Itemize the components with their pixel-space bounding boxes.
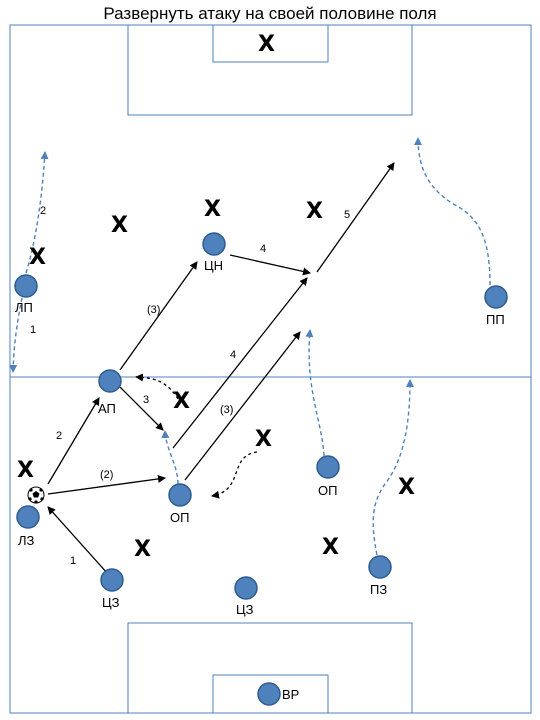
- top-penalty-box: [127, 25, 413, 116]
- opponent-marker: X: [204, 197, 221, 222]
- bottom-penalty-box: [127, 622, 413, 713]
- run-op-left: [161, 430, 179, 485]
- soccer-ball-icon: [27, 486, 45, 504]
- opponent-move-to-op: [211, 451, 258, 499]
- step-lp-down: 1: [30, 324, 36, 336]
- pass-op-to-mid: [172, 277, 308, 449]
- step-lz-to-ap: 2: [56, 430, 62, 442]
- pass-lz-to-op: [47, 474, 166, 495]
- step-tsz-to-lz: 1: [70, 555, 76, 567]
- step-long: 5: [344, 209, 350, 221]
- diagram-title: Развернуть атаку на своей половине поля: [103, 4, 437, 23]
- opponent-moves: [135, 373, 258, 499]
- run-op-right: [305, 329, 325, 457]
- player-pz: [368, 555, 392, 579]
- label-tsn: ЦН: [204, 258, 223, 273]
- opponents: X X X X X X X X X X X: [17, 32, 415, 562]
- opponent-marker: X: [258, 32, 275, 57]
- pass-lz-to-ap: [47, 397, 100, 485]
- player-labels: ЛП ЦН ПП АП ОП ОП ЛЗ ЦЗ ЦЗ ПЗ ВР: [15, 258, 505, 702]
- run-lp-down: [9, 297, 23, 373]
- opponent-marker: X: [29, 245, 46, 270]
- run-pp: [414, 137, 491, 286]
- passes: [47, 162, 395, 575]
- pass-ap-to-tsn: [119, 261, 198, 371]
- label-pz: ПЗ: [370, 582, 387, 597]
- label-ap: АП: [98, 401, 116, 416]
- pass-long: [316, 162, 395, 273]
- step-ap-to-op: 3: [143, 394, 149, 406]
- opponent-marker: X: [255, 427, 272, 452]
- step-numbers: 2 1 (2) (3) 3 4 (3) 4 5 2 1: [30, 205, 350, 567]
- players: [14, 232, 508, 706]
- pass-ap-to-op: [119, 386, 164, 431]
- step-lp-up: 2: [40, 205, 46, 217]
- player-lp: [14, 274, 38, 298]
- player-tsn: [202, 232, 226, 256]
- opponent-marker: X: [111, 213, 128, 238]
- player-op-right: [316, 455, 340, 479]
- label-tsz-left: ЦЗ: [102, 595, 120, 610]
- opponent-marker: X: [173, 389, 190, 414]
- opponent-marker: X: [306, 199, 323, 224]
- label-pp: ПП: [486, 312, 505, 327]
- pass-op-diag: [184, 331, 301, 481]
- player-tsz-right: [234, 576, 258, 600]
- opponent-marker: X: [134, 537, 151, 562]
- opponent-marker: X: [17, 458, 34, 483]
- bottom-goal-box: [212, 674, 329, 713]
- step-tsn-to-mid: 4: [260, 243, 266, 255]
- player-tsz-left: [100, 568, 124, 592]
- step-op-diag: (3): [220, 404, 233, 416]
- step-ap-to-tsn: (3): [147, 304, 160, 316]
- top-goal-box: [212, 25, 329, 63]
- run-lp-up: [25, 151, 49, 274]
- label-lp: ЛП: [15, 300, 33, 315]
- step-lz-to-op: (2): [100, 469, 113, 481]
- opponent-marker: X: [398, 475, 415, 500]
- player-ap: [98, 369, 122, 393]
- player-pp: [484, 285, 508, 309]
- label-vr: ВР: [282, 687, 299, 702]
- pass-tsz-to-lz: [47, 506, 109, 575]
- label-tsz-right: ЦЗ: [236, 602, 254, 617]
- step-op-to-mid: 4: [230, 349, 236, 361]
- player-runs: [9, 137, 491, 556]
- player-op-left: [168, 483, 192, 507]
- run-pz: [372, 379, 414, 556]
- player-vr: [257, 682, 281, 706]
- player-lz: [16, 505, 40, 529]
- label-op-right: ОП: [318, 483, 337, 498]
- label-op-left: ОП: [170, 510, 189, 525]
- pass-tsn-to-mid: [229, 254, 311, 276]
- opponent-marker: X: [322, 535, 339, 560]
- label-lz: ЛЗ: [18, 533, 35, 548]
